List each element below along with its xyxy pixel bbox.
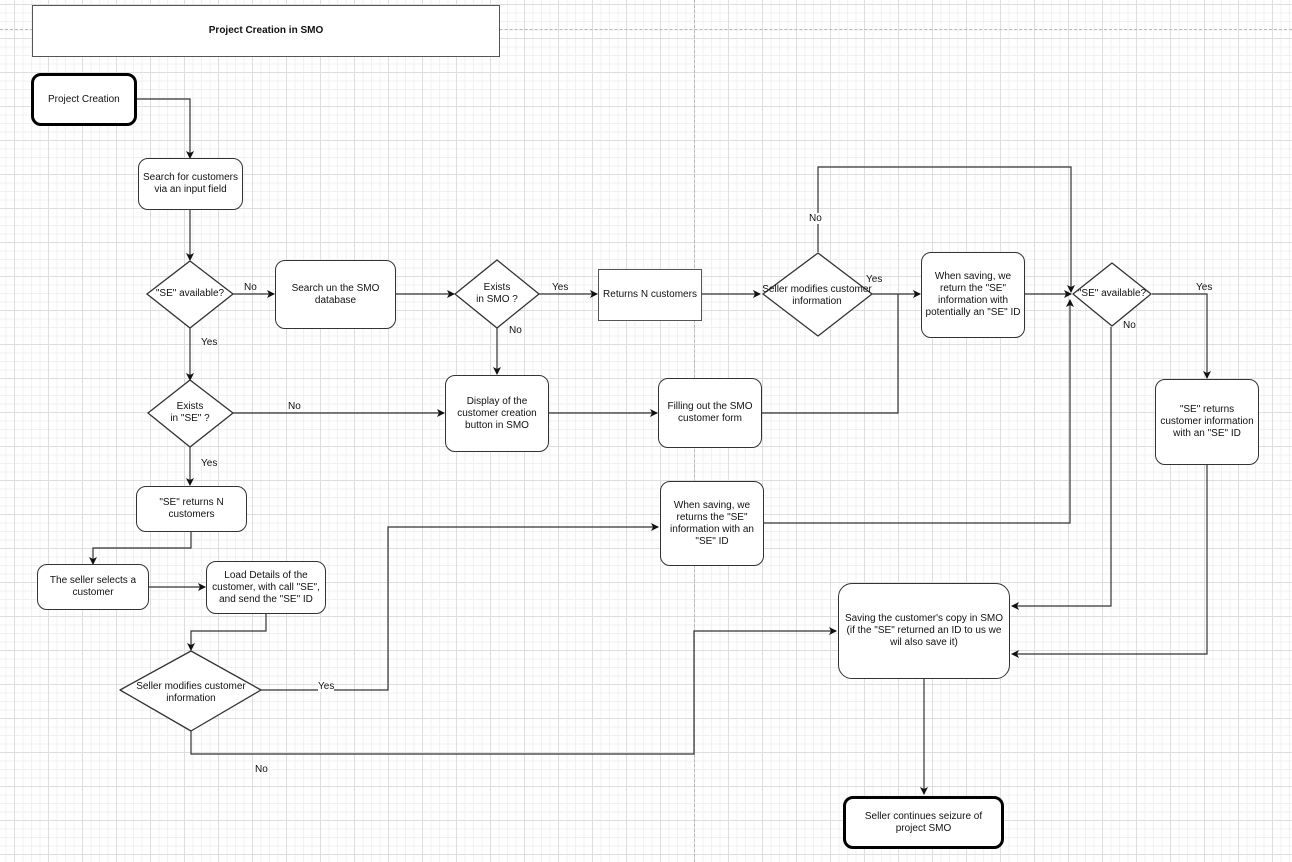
node-text: Load Details of the customer, with call …: [212, 569, 320, 605]
node-text: Returns N customers: [603, 289, 697, 300]
node-text: Search for customers via an input field: [142, 172, 239, 195]
node-search-smo-db[interactable]: Search un the SMO database: [275, 260, 396, 329]
diamond-seller-modifies-2: [119, 650, 262, 732]
diamond-se-available-1: [145, 260, 235, 329]
node-text: "SE" available?: [155, 288, 225, 299]
edge-mod2-no: [190, 627, 837, 755]
node-text: Seller continues seizure of project SMO: [864, 810, 983, 834]
node-when-saving-potentially[interactable]: When saving, we return the "SE" informat…: [921, 252, 1025, 338]
node-se-returns-n-customers[interactable]: "SE" returns N customers: [136, 486, 247, 532]
node-filling-form[interactable]: Filling out the SMO customer form: [658, 378, 762, 448]
edge-returns-to-select: [89, 531, 192, 565]
node-se-returns-customer-info[interactable]: "SE" returns customer information with a…: [1155, 379, 1259, 465]
diamond-label-se-available-1[interactable]: "SE" available?: [147, 286, 233, 302]
diamond-label-se-available-2[interactable]: "SE" available?: [1071, 286, 1153, 302]
node-when-saving-with-id[interactable]: When saving, we returns the "SE" informa…: [660, 481, 764, 566]
node-text: Seller modifies customer information: [762, 284, 872, 307]
edge-label-exse-no: No: [288, 401, 301, 412]
node-display-creation-button[interactable]: Display of the customer creation button …: [445, 375, 549, 452]
edge-se2-no: [1011, 327, 1112, 610]
node-text: When saving, we returns the "SE" informa…: [670, 499, 754, 547]
edge-se-info-to-saving: [1011, 464, 1208, 658]
node-text: Exists in SMO ?: [476, 282, 518, 305]
edge-label-mod2-yes: Yes: [318, 681, 335, 692]
edge-mod1-no: [817, 166, 1075, 293]
node-seller-selects[interactable]: The seller selects a customer: [37, 564, 149, 610]
edge-label-se1-yes: Yes: [201, 337, 218, 348]
node-returns-n-customers[interactable]: Returns N customers: [598, 269, 702, 321]
node-text: "SE" returns N customers: [159, 497, 224, 520]
node-text: Search un the SMO database: [291, 282, 380, 306]
node-text: Exists in "SE" ?: [170, 401, 210, 424]
edge-start-to-search: [135, 98, 194, 159]
node-text: Filling out the SMO customer form: [667, 401, 753, 424]
node-text: "SE" returns customer information with a…: [1160, 404, 1254, 439]
page-break-horizontal: [0, 29, 1292, 30]
diamond-exists-in-se: [146, 379, 235, 448]
edge-label-se2-yes: Yes: [1196, 282, 1213, 293]
diagram-title-text: Project Creation in SMO: [208, 25, 324, 36]
edge-form-to-saving: [761, 294, 899, 414]
edge-load-to-modify: [187, 612, 267, 651]
node-seller-continues[interactable]: Seller continues seizure of project SMO: [843, 796, 1004, 849]
node-text: The seller selects a customer: [49, 575, 137, 598]
diamond-se-available-2: [1072, 262, 1152, 327]
node-saving-copy[interactable]: Saving the customer's copy in SMO (if th…: [838, 583, 1010, 679]
edge-label-mod1-yes: Yes: [866, 274, 883, 285]
node-text: Project Creation: [48, 93, 120, 105]
edge-label-mod2-no: No: [255, 764, 268, 775]
node-project-creation[interactable]: Project Creation: [31, 73, 137, 126]
diamond-seller-modifies-1: [762, 252, 873, 337]
diamond-label-seller-modifies-2[interactable]: Seller modifies customer information: [123, 679, 259, 707]
node-text: Display of the customer creation button …: [457, 395, 537, 431]
edge-se2-yes: [1152, 293, 1211, 379]
diamond-label-exists-in-smo[interactable]: Exists in SMO ?: [462, 280, 532, 308]
diamond-label-exists-in-se[interactable]: Exists in "SE" ?: [155, 399, 225, 427]
diamond-exists-in-smo: [453, 259, 541, 329]
edge-label-se1-no: No: [244, 282, 257, 293]
node-text: When saving, we return the "SE" informat…: [925, 271, 1021, 318]
edge-label-smo-yes: Yes: [552, 282, 569, 293]
diamond-label-seller-modifies-1[interactable]: Seller modifies customer information: [758, 282, 876, 310]
edge-label-mod1-no: No: [809, 213, 822, 224]
node-text: "SE" available?: [1077, 288, 1147, 299]
edge-saving-id-to-se2: [763, 299, 1074, 524]
node-text: Seller modifies customer information: [136, 681, 246, 704]
node-text: Saving the customer's copy in SMO (if th…: [844, 613, 1004, 648]
diagram-title: Project Creation in SMO: [32, 5, 500, 57]
edge-label-exse-yes: Yes: [201, 458, 218, 469]
node-search-customers[interactable]: Search for customers via an input field: [138, 158, 243, 210]
edge-label-smo-no: No: [509, 325, 522, 336]
node-load-details[interactable]: Load Details of the customer, with call …: [206, 561, 326, 614]
edge-label-se2-no: No: [1123, 320, 1136, 331]
